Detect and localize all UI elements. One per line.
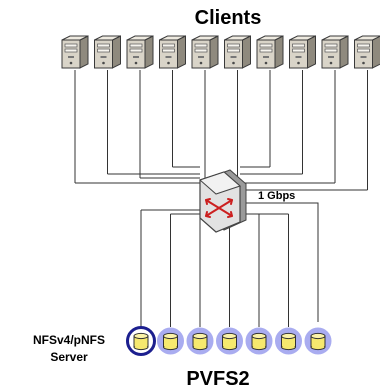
- computer-tower-icon: [94, 35, 121, 69]
- computer-tower-icon: [126, 35, 154, 69]
- client-row: [61, 35, 380, 69]
- server-label-line2: Server: [50, 350, 88, 364]
- disk-icon: [275, 327, 302, 355]
- disk-icon: [186, 327, 214, 355]
- network-switch-icon: [199, 169, 247, 233]
- pvfs2-label: PVFS2: [186, 368, 249, 390]
- computer-tower-icon: [191, 35, 219, 69]
- storage-row: [126, 326, 332, 356]
- server-label-line1: NFSv4/pNFS: [33, 333, 105, 347]
- computer-tower-icon: [159, 35, 186, 69]
- link-speed-label: 1 Gbps: [258, 190, 295, 202]
- disk-icon: [304, 327, 332, 355]
- computer-tower-icon: [321, 35, 349, 69]
- client-connections: [74, 70, 368, 322]
- computer-tower-icon: [289, 35, 316, 69]
- server-disk-icon: [126, 326, 156, 356]
- disk-icon: [245, 327, 273, 355]
- disk-icon: [216, 327, 243, 355]
- disk-icon: [157, 327, 184, 355]
- clients-title: Clients: [195, 7, 262, 29]
- computer-tower-icon: [224, 35, 251, 69]
- computer-tower-icon: [354, 35, 380, 69]
- computer-tower-icon: [61, 35, 89, 69]
- computer-tower-icon: [256, 35, 284, 69]
